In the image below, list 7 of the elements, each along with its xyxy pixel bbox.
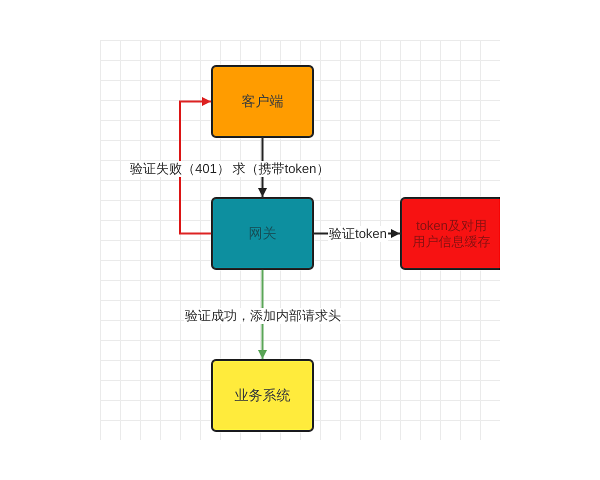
edge-label: 验证成功，添加内部请求头 (184, 308, 342, 324)
process-box: token及对用用户信息缓存 (400, 197, 500, 270)
process-box: 业务系统 (211, 359, 314, 432)
arrow (179, 97, 211, 234)
edge-label: 验证token (328, 226, 388, 242)
process-box: 客户端 (211, 65, 314, 138)
process-box: 网关 (211, 197, 314, 270)
